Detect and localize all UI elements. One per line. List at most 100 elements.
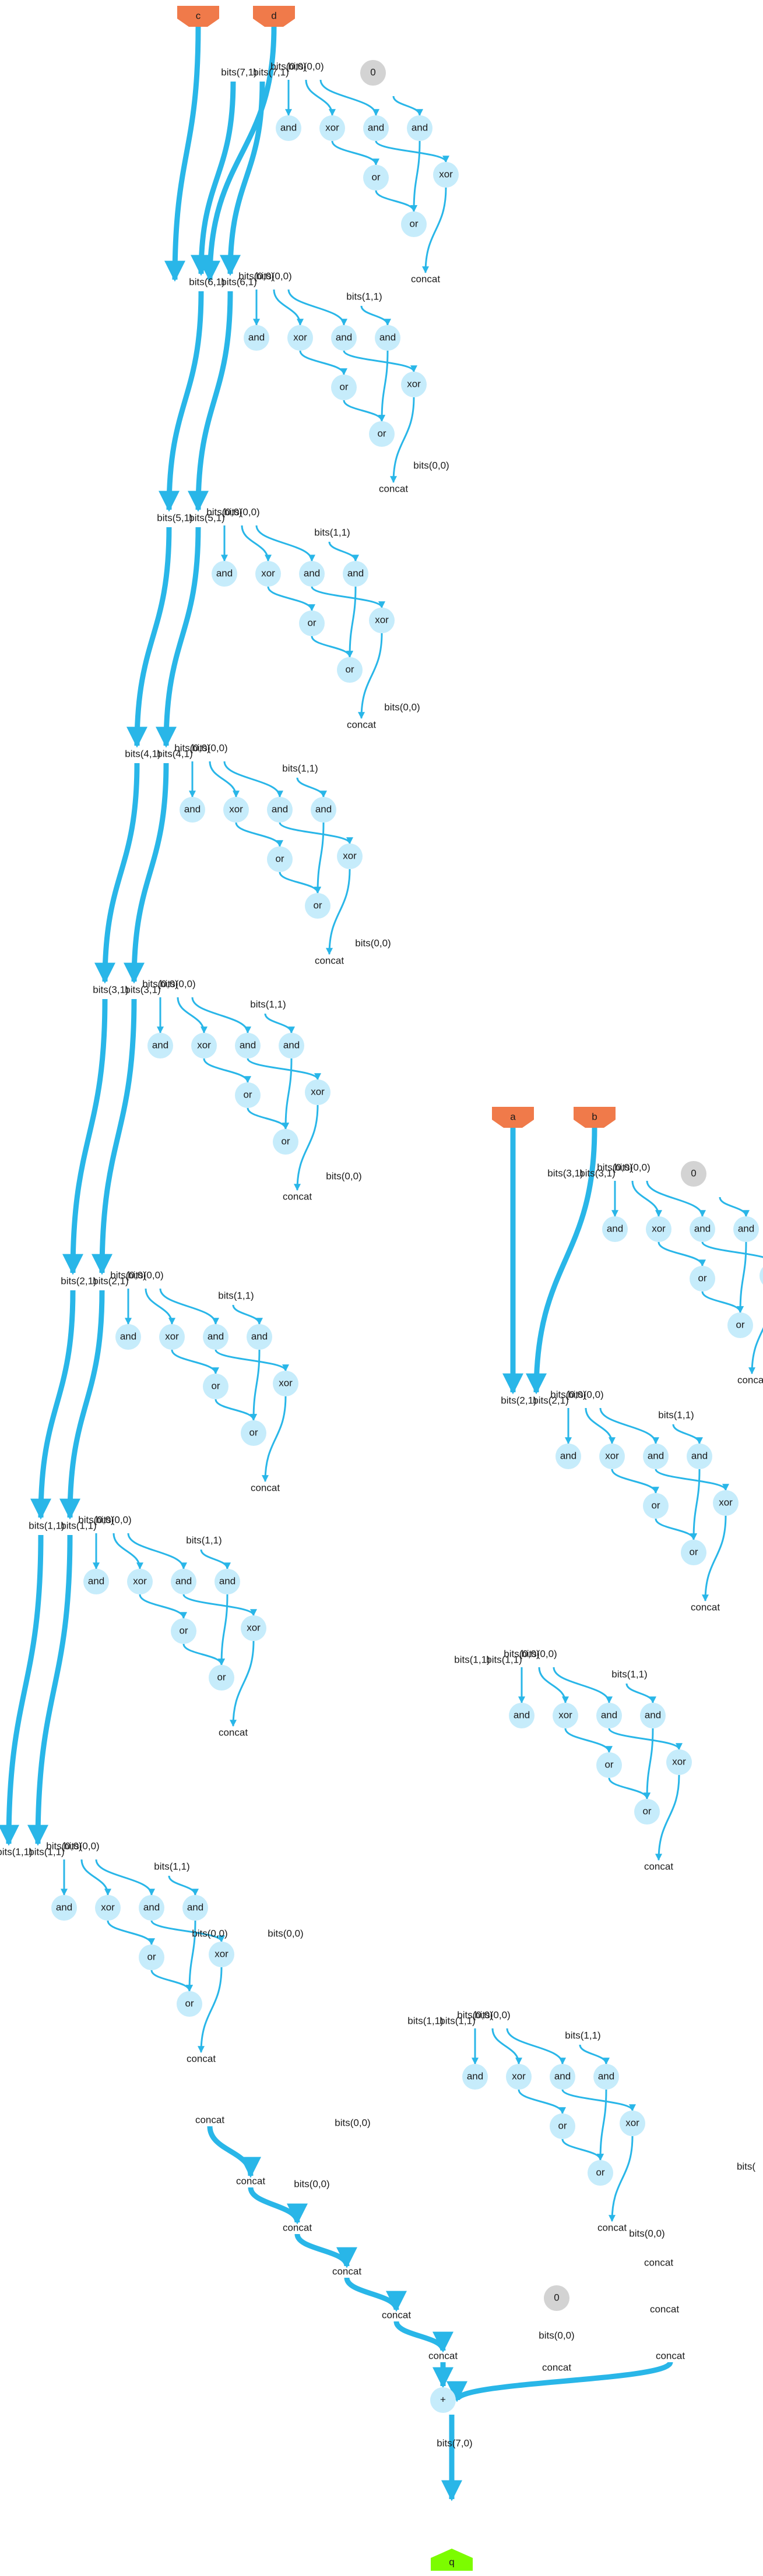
slice-right-3-bits-lo-a: bits(0,0) [457,2009,493,2020]
slice-right-2-bits-lo-b: bits(0,0) [521,1648,557,1659]
slice-left-5-carry-bits: bits(1,1) [218,1290,254,1301]
slice-left-4-bits-hi-a: bits(3,1) [93,984,128,995]
slice-left-4-e8 [282,1058,293,1130]
slice-left-3-and-3-label: and [315,803,332,814]
slice-left-3-xor-2-node [337,844,363,869]
slice-right-2-e5 [564,1728,613,1753]
slice-left-6-and-2-node [171,1569,196,1594]
slice-left-7-bits-lo-a: bits(0,0) [46,1840,82,1851]
slice-left-2-e4 [328,541,359,562]
stair-edge-0 [207,2126,261,2178]
right-bits-lo: bits(0,0) [629,2228,664,2239]
slice-left-3-concat: concat [315,955,344,966]
slice-left-7-and-1-label: and [56,1901,72,1912]
slice-left-0-bits-lo-b: bits(0,0) [288,61,324,72]
bus-c-0 [164,26,201,282]
slice-left-0-or-2-label: or [409,218,418,229]
slice-right-1-e8 [690,1469,701,1541]
slice-left-6-bits-hi-b: bits(1,1) [61,1520,96,1531]
slice-right-1-carry-bits: bits(1,1) [658,1409,694,1420]
slice-right-0-bits-lo-a: bits(0,0) [597,1162,632,1173]
bus-c-5 [62,998,108,1275]
slice-left-5-and-1-label: and [120,1331,136,1342]
slice-right-2-bits-hi-b: bits(1,1) [486,1654,522,1665]
slice-left-0-and-1-node [276,115,301,141]
slice-left-1-and-2-node [331,325,357,351]
slice-left-4-or-1-label: or [243,1089,252,1100]
slice-left-0-xor-2-node [433,162,459,188]
slice-left-2-bits-hi-a: bits(5,1) [157,512,192,523]
slice-left-1-e8 [378,350,389,422]
slice-right-3-and-1-label: and [467,2070,483,2081]
slice-right-1-and-1-label: and [560,1450,576,1461]
slice-left-3-or-1-label: or [275,853,284,864]
slice-left-3-bits-hi-b: bits(4,1) [157,748,192,759]
slice-left-0-xor-1-node [319,115,345,141]
slice-left-6-and-3-node [215,1569,240,1594]
slice-left-6-and-1-label: and [88,1575,104,1586]
slice-right-1-e9 [702,1515,727,1602]
slice-left-5-e3 [159,1288,219,1325]
slice-right-2-e9 [655,1774,680,1861]
slice-left-3-and-1-node [180,797,205,823]
slice-right-1-concat: concat [691,1601,720,1612]
slice-right-0-e8 [737,1241,747,1314]
slice-left-3-and-1-label: and [184,803,201,814]
bus-b-0 [526,1127,597,1395]
slice-right-3-and-3-label: and [598,2070,614,2081]
slice-left-2-bits-lo-b: bits(0,0) [224,506,259,517]
slice-left-5-e7 [215,1399,257,1421]
bus-d-5 [92,998,137,1275]
const-0-bottom-node [544,2285,569,2311]
slice-left-5-e6 [215,1349,289,1372]
slice-left-7-e9 [198,1967,223,2053]
slice-right-1-and-3-node [687,1444,712,1469]
slice-right-2-e6 [608,1728,683,1751]
slice-left-7-and-3-node [182,1895,208,1921]
slice-right-1-or-2-node [681,1540,706,1565]
bottom-concat-0: concat [195,2114,224,2125]
slice-left-4-e2 [177,997,208,1034]
slice-left-4-e7 [247,1107,289,1130]
slice-left-4-or-1-node [235,1082,261,1108]
slice-left-7-xor-1-node [95,1895,121,1921]
slice-left-6-xor-2-node [241,1615,266,1641]
input-b-node [574,1107,616,1128]
slice-left-2-and-2-label: and [304,567,320,578]
slice-right-3-xor-2-label: xor [625,2117,639,2128]
slice-left-1-and-1-node [244,325,269,351]
slice-right-2-xor-1-node [553,1703,578,1728]
slice-right-0-and-1-node [602,1216,628,1242]
slice-left-6-xor-1-label: xor [133,1575,147,1586]
slice-right-1-e2 [585,1407,616,1445]
slice-left-5-or-1-label: or [211,1380,220,1391]
slice-left-4-xor-2-label: xor [311,1086,325,1097]
slice-left-1-carry-bits: bits(1,1) [346,291,382,302]
slice-left-1-e3 [287,289,347,326]
adder-node [430,2387,456,2413]
slice-left-1-xor-2-node [401,372,427,397]
slice-left-4-concat: concat [283,1191,312,1202]
slice-right-3-e9 [609,2136,634,2222]
slice-left-0-e8 [410,140,421,213]
const-0-left-node [360,60,386,86]
side-bits-7: bits(0,0) [294,2178,329,2189]
slice-left-4-e6 [247,1058,321,1081]
slice-left-3-or-1-node [267,846,293,872]
slice-left-5-e4 [232,1304,263,1325]
slice-right-2-xor-2-label: xor [672,1756,686,1767]
slice-right-1-bits-hi-a: bits(2,1) [501,1395,536,1406]
slice-right-2-e7 [608,1777,651,1800]
side-bits-5: bits(0,0) [268,1928,303,1939]
slice-right-0-and-2-node [690,1216,715,1242]
slice-left-7-concat: concat [187,2053,216,2064]
slice-left-7-bits-hi-a: bits(1,1) [0,1846,33,1857]
slice-right-3-or-2-node [588,2160,613,2186]
bus-c-4 [94,763,140,984]
input-a-label: a [510,1111,516,1122]
const-bits-lo: bits(0,0) [539,2330,574,2341]
slice-left-4-xor-2-node [305,1079,330,1105]
slice-left-3-e9 [326,869,351,955]
slice-left-1-or-1-node [331,375,357,400]
slice-right-3-and-3-node [593,2064,619,2090]
